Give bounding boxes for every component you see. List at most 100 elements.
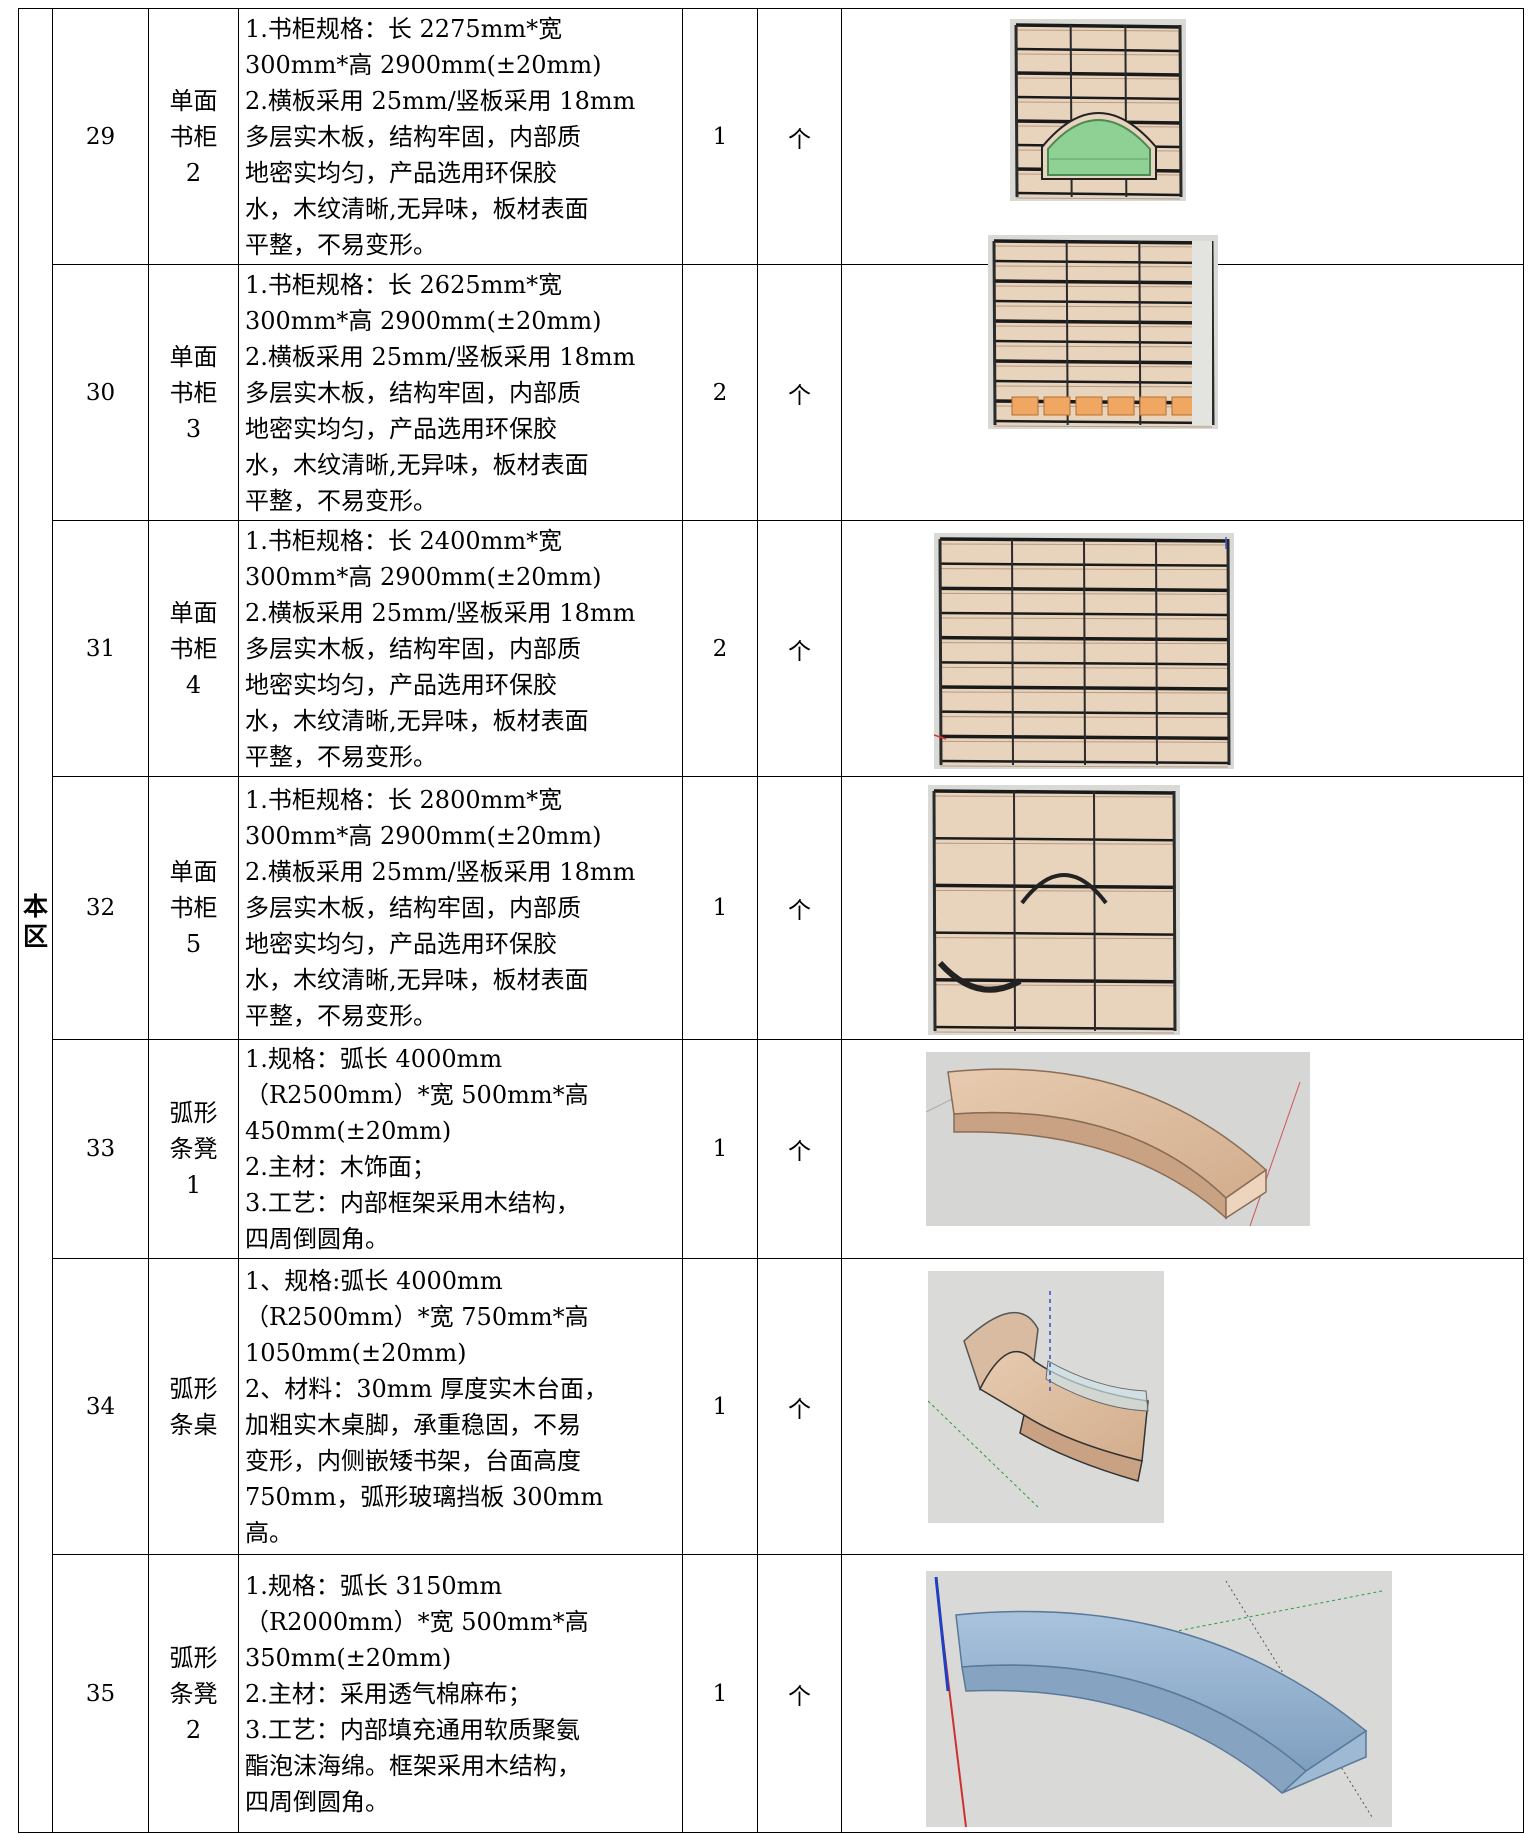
item-description: 1.书柜规格：长 2625mm*宽 300mm*高 2900mm(±20mm) 2.… bbox=[238, 264, 683, 521]
bookshelf-tall-orange-base-render bbox=[988, 235, 1218, 429]
item-name: 弧形条凳 2 bbox=[148, 1554, 239, 1833]
curved-fabric-bench-render bbox=[926, 1571, 1392, 1827]
item-quantity: 1 bbox=[682, 8, 758, 265]
curved-wood-bench-render bbox=[926, 1052, 1310, 1226]
item-unit: 个 bbox=[757, 1039, 842, 1259]
description-line: 2.主材：采用透气棉麻布； bbox=[245, 1679, 532, 1708]
item-name-line: 条凳 bbox=[169, 1679, 218, 1708]
table-row: 35 弧形条凳 2 1.规格：弧长 3150mm（R2000mm）*宽 500mm*高… bbox=[19, 1554, 1524, 1833]
item-name-line: 书柜 bbox=[169, 122, 218, 151]
description-line: 1.书柜规格：长 2400mm*宽 bbox=[245, 526, 563, 555]
item-unit: 个 bbox=[757, 1554, 842, 1833]
item-name-line: 书柜 bbox=[169, 894, 218, 922]
description-line: 平整，不易变形。 bbox=[245, 1002, 437, 1030]
item-name-line: 3 bbox=[185, 414, 202, 443]
description-line: 水，木纹清晰,无异味，板材表面 bbox=[245, 706, 589, 735]
description-line: 1、规格:弧长 4000mm bbox=[245, 1266, 503, 1295]
section-label: 本区 bbox=[18, 8, 53, 1833]
description-line: 地密实均匀，产品选用环保胶 bbox=[245, 930, 557, 958]
item-name-line: 弧形 bbox=[169, 1643, 218, 1672]
item-image-cell bbox=[841, 8, 1524, 265]
section-label-char: 本 bbox=[22, 891, 48, 921]
item-quantity: 1 bbox=[682, 1258, 758, 1555]
row-number: 35 bbox=[52, 1554, 149, 1833]
description-line: 300mm*高 2900mm(±20mm) bbox=[245, 306, 602, 335]
item-name-line: 书柜 bbox=[169, 634, 218, 663]
row-number: 30 bbox=[52, 264, 149, 521]
description-line: 2.横板采用 25mm/竖板采用 18mm bbox=[245, 342, 636, 371]
description-line: 四周倒圆角。 bbox=[245, 1225, 389, 1253]
description-line: 水，木纹清晰,无异味，板材表面 bbox=[245, 194, 589, 223]
description-line: 地密实均匀，产品选用环保胶 bbox=[245, 158, 557, 187]
description-line: 多层实木板，结构牢固，内部质 bbox=[245, 122, 581, 151]
description-line: 酯泡沫海绵。框架采用木结构， bbox=[245, 1751, 581, 1780]
description-line: 多层实木板，结构牢固，内部质 bbox=[245, 378, 581, 407]
curved-desk-render bbox=[928, 1271, 1164, 1523]
item-quantity: 1 bbox=[682, 1039, 758, 1259]
item-name-line: 4 bbox=[185, 670, 202, 699]
item-quantity: 2 bbox=[682, 264, 758, 521]
description-line: 750mm，弧形玻璃挡板 300mm bbox=[245, 1482, 604, 1511]
description-line: 2.横板采用 25mm/竖板采用 18mm bbox=[245, 86, 636, 115]
item-name-line: 条桌 bbox=[169, 1410, 218, 1439]
description-line: 水，木纹清晰,无异味，板材表面 bbox=[245, 966, 589, 994]
description-line: 平整，不易变形。 bbox=[245, 486, 437, 515]
item-name-line: 单面 bbox=[169, 598, 218, 627]
description-line: 300mm*高 2900mm(±20mm) bbox=[245, 50, 602, 79]
description-line: 3.工艺：内部框架采用木结构， bbox=[245, 1189, 580, 1217]
description-line: 2、材料：30mm 厚度实木台面， bbox=[245, 1374, 608, 1403]
item-name-line: 5 bbox=[185, 930, 202, 958]
description-line: 平整，不易变形。 bbox=[245, 230, 437, 259]
item-image-cell bbox=[841, 1554, 1524, 1833]
item-image-cell bbox=[841, 1039, 1524, 1259]
item-description: 1.书柜规格：长 2275mm*宽 300mm*高 2900mm(±20mm) 2.… bbox=[238, 8, 683, 265]
description-line: （R2500mm）*宽 750mm*高 bbox=[245, 1302, 589, 1331]
description-line: 地密实均匀，产品选用环保胶 bbox=[245, 670, 557, 699]
description-line: 多层实木板，结构牢固，内部质 bbox=[245, 634, 581, 663]
item-description: 1、规格:弧长 4000mm （R2500mm）*宽 750mm*高 1050mm(… bbox=[238, 1258, 683, 1555]
item-unit: 个 bbox=[757, 264, 842, 521]
description-line: （R2500mm）*宽 500mm*高 bbox=[245, 1081, 589, 1109]
description-line: 高。 bbox=[245, 1518, 293, 1547]
description-line: 多层实木板，结构牢固，内部质 bbox=[245, 894, 581, 922]
description-line: 加粗实木桌脚，承重稳固，不易 bbox=[245, 1410, 581, 1439]
description-line: 地密实均匀，产品选用环保胶 bbox=[245, 414, 557, 443]
item-name-line: 条凳 bbox=[169, 1135, 218, 1163]
item-quantity: 1 bbox=[682, 776, 758, 1040]
item-name-line: 1 bbox=[185, 1171, 202, 1199]
description-line: 1.书柜规格：长 2275mm*宽 bbox=[245, 14, 563, 43]
description-line: 350mm(±20mm) bbox=[245, 1643, 452, 1672]
row-number: 32 bbox=[52, 776, 149, 1040]
row-number: 31 bbox=[52, 520, 149, 777]
description-line: 2.横板采用 25mm/竖板采用 18mm bbox=[245, 598, 636, 627]
item-name-line: 弧形 bbox=[169, 1099, 218, 1127]
item-image-cell bbox=[841, 1258, 1524, 1555]
item-unit: 个 bbox=[757, 1258, 842, 1555]
description-line: 3.工艺：内部填充通用软质聚氨 bbox=[245, 1715, 580, 1744]
item-name-line: 2 bbox=[185, 158, 202, 187]
description-line: 1.书柜规格：长 2800mm*宽 bbox=[245, 786, 563, 814]
row-number: 29 bbox=[52, 8, 149, 265]
description-line: 450mm(±20mm) bbox=[245, 1117, 452, 1145]
item-unit: 个 bbox=[757, 520, 842, 777]
item-name-line: 2 bbox=[185, 1715, 202, 1744]
item-quantity: 1 bbox=[682, 1554, 758, 1833]
row-number: 33 bbox=[52, 1039, 149, 1259]
item-name: 单面书柜 2 bbox=[148, 8, 239, 265]
bookshelf-grid-render bbox=[934, 533, 1234, 769]
bookshelf-arch-green-render bbox=[1010, 19, 1186, 201]
bookshelf-arches-render bbox=[928, 785, 1180, 1035]
description-line: 1050mm(±20mm) bbox=[245, 1338, 467, 1367]
item-name-line: 弧形 bbox=[169, 1374, 218, 1403]
description-line: 1.书柜规格：长 2625mm*宽 bbox=[245, 270, 563, 299]
item-name-line: 单面 bbox=[169, 86, 218, 115]
